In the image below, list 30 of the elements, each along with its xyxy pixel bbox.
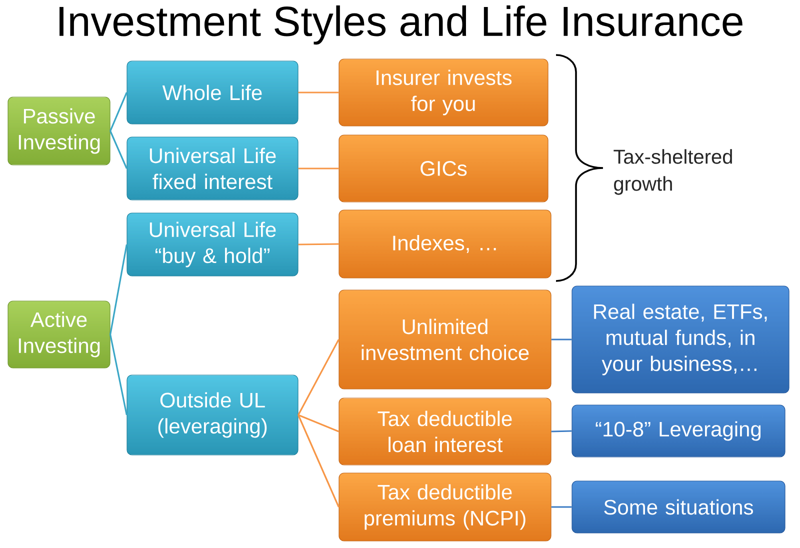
annotation-text: Tax-sheltered growth [614, 149, 732, 195]
title: Investment Styles and Life Insurance [60, 5, 742, 45]
feature-box: Tax deductible loan interest [338, 398, 552, 466]
example-box: Some situations [572, 480, 786, 534]
connector-line [110, 92, 128, 132]
feature-box: Tax deductible premiums (NCPI) [338, 472, 552, 542]
connector-line [298, 339, 340, 416]
feature-box: Unlimited investment choice [338, 290, 552, 390]
connector-line [551, 338, 572, 340]
feature-box: Indexes, … [338, 210, 552, 278]
connector-line [298, 414, 340, 508]
feature-box: Insurer invests for you [338, 58, 548, 126]
policy-box: Whole Life [126, 60, 298, 124]
policy-box: Universal Life “buy & hold” [126, 212, 298, 276]
connector-line [298, 168, 339, 170]
connector-line [551, 430, 572, 432]
connector-line [298, 92, 339, 94]
example-box: Real estate, ETFs, mutual funds, in your business,… [572, 286, 790, 394]
connector-line [110, 130, 128, 169]
connector-line [551, 506, 572, 508]
connector-line [110, 334, 128, 416]
category-box: Passive Investing [8, 96, 110, 166]
connector-line [298, 414, 339, 432]
feature-box: GICs [338, 134, 548, 202]
policy-box: Outside UL (leveraging) [126, 374, 298, 456]
connector-line [110, 244, 128, 335]
example-box: “10-8” Leveraging [572, 404, 786, 458]
category-box: Active Investing [8, 300, 110, 368]
policy-box: Universal Life fixed interest [126, 136, 298, 200]
connector-line [298, 243, 339, 246]
